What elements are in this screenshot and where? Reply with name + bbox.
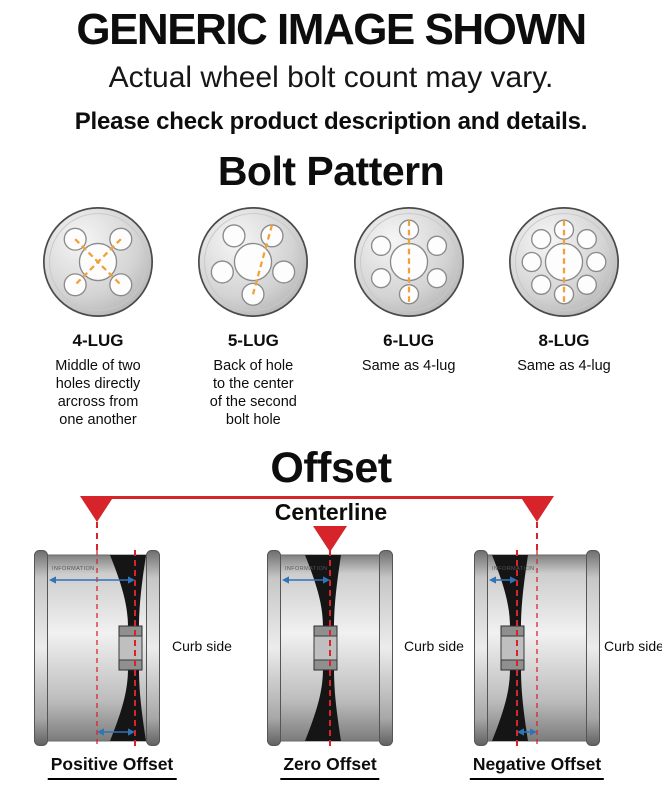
bolt-pattern-row: 4-LUG Middle of two holes directly arcro… (0, 205, 662, 430)
offset-title: Offset (270, 443, 392, 492)
bolt-pattern-section: Bolt Pattern 4-LUG Middle of two holes d… (0, 148, 662, 430)
svg-text:INFORMATION: INFORMATION (492, 566, 535, 572)
negative-offset-label: Negative Offset (469, 754, 605, 780)
header-subtitle: Actual wheel bolt count may vary. (108, 60, 554, 94)
lug-description: Same as 4-lug (517, 357, 611, 374)
centerline-label: Centerline (274, 498, 388, 525)
lug-label: 5-LUG (227, 330, 279, 350)
bolt-pattern-item-6lug: 6-LUG Same as 4-lug (333, 205, 485, 430)
zero-offset-label: Zero Offset (280, 754, 380, 780)
negative-offset-wheel-diagram: INFORMATION (474, 549, 600, 746)
svg-text:INFORMATION: INFORMATION (285, 566, 328, 572)
lug-description: Same as 4-lug (361, 357, 456, 374)
lug-label: 6-LUG (383, 330, 435, 350)
header-note: Please check product description and det… (74, 107, 588, 135)
svg-text:INFORMATION: INFORMATION (52, 566, 95, 572)
centerline-arrow-center (313, 525, 347, 552)
curb-side-label: Curb side (604, 637, 662, 654)
page-title: GENERIC IMAGE SHOWN (76, 5, 587, 54)
positive-offset-label: Positive Offset (47, 754, 177, 780)
bolt-pattern-item-5lug: 5-LUG Back of hole to the center of the … (177, 205, 329, 430)
lug-description: Middle of two holes directly arcross fro… (55, 357, 141, 429)
zero-offset-wheel-diagram: INFORMATION (267, 549, 393, 746)
centerline-drop-right (536, 521, 538, 550)
bolt-pattern-item-4lug: 4-LUG Middle of two holes directly arcro… (22, 205, 174, 430)
offset-section: Offset Centerline INFORMATION (0, 444, 662, 788)
bolt-pattern-item-8lug: 8-LUG Same as 4-lug (488, 205, 640, 430)
positive-offset-wheel-diagram: INFORMATION (34, 549, 160, 746)
centerline-rule (97, 495, 537, 499)
bolt-pattern-title: Bolt Pattern (217, 147, 445, 194)
centerline-drop-left (96, 521, 98, 550)
4-lug-wheel-diagram (42, 206, 154, 317)
curb-side-label: Curb side (404, 637, 464, 654)
header: GENERIC IMAGE SHOWN Actual wheel bolt co… (0, 0, 662, 136)
lug-label: 4-LUG (72, 330, 124, 350)
5-lug-wheel-diagram (198, 206, 309, 317)
lug-description: Back of hole to the center of the second… (209, 357, 297, 429)
lug-label: 8-LUG (538, 330, 590, 350)
centerline-arrow-right (520, 495, 554, 522)
8-lug-wheel-diagram (508, 206, 619, 317)
6-lug-wheel-diagram (353, 206, 464, 317)
centerline-arrow-left (80, 495, 114, 522)
curb-side-label: Curb side (172, 637, 232, 654)
